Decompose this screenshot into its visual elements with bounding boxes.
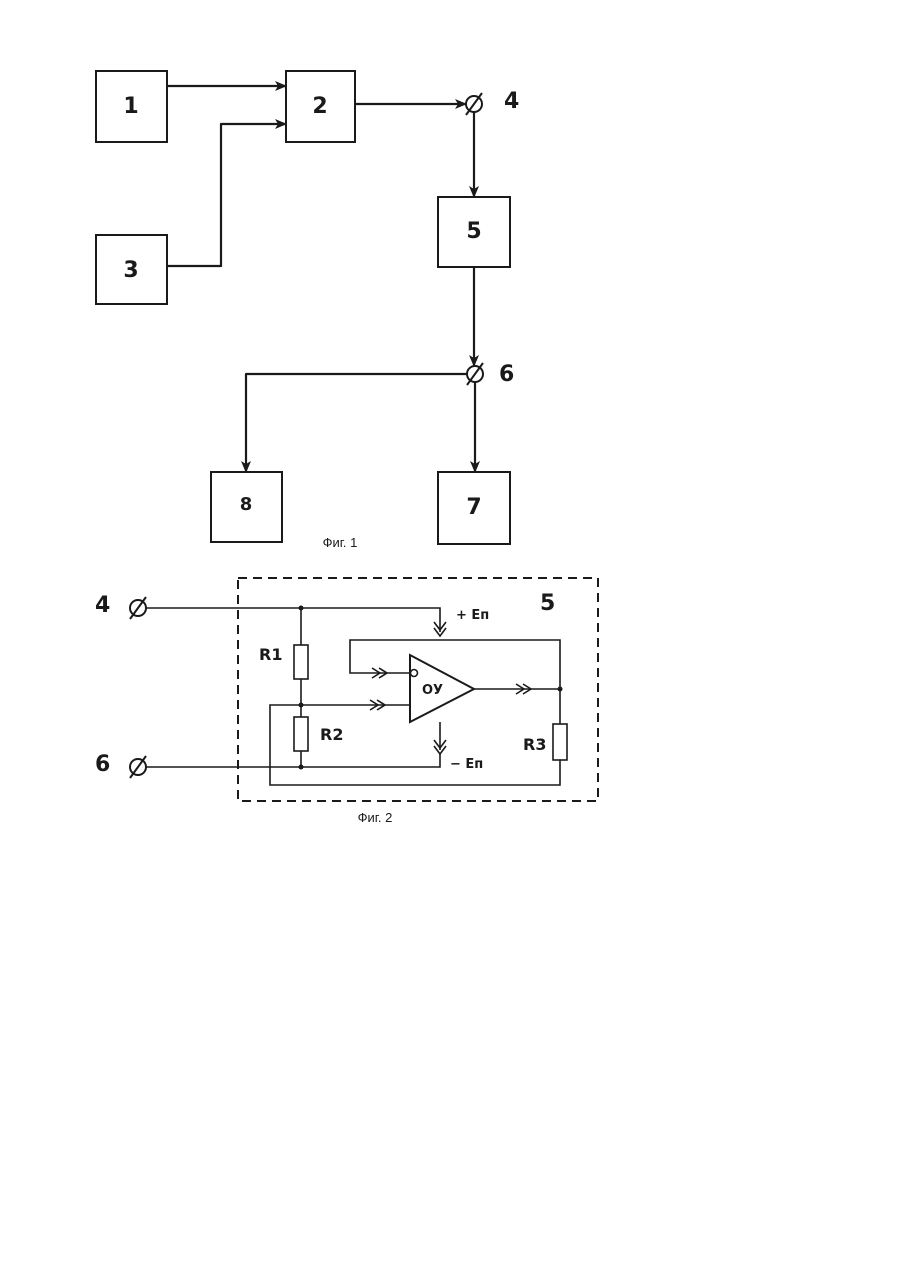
resistor-r1-label: R1 — [259, 645, 282, 664]
terminal-6-icon — [467, 363, 483, 385]
supply-pos-label: + Eп — [456, 608, 489, 623]
wire-terminal-6-to-8 — [246, 374, 467, 472]
block-8: 8 — [211, 472, 282, 542]
terminal-4-icon — [466, 93, 482, 115]
inverting-input-circle — [411, 670, 418, 677]
terminal-4-label: 4 — [504, 89, 519, 114]
block-7: 7 — [438, 472, 510, 544]
terminal-4-label: 4 — [95, 593, 110, 618]
block-2: 2 — [286, 71, 355, 142]
block-5-number: 5 — [540, 591, 555, 616]
junction-dot — [299, 606, 304, 611]
block-7-label: 7 — [466, 495, 481, 520]
wire-terminal-6-to-supply — [146, 754, 440, 767]
resistor-r3 — [553, 724, 567, 760]
figure-2-caption: Фиг. 2 — [358, 810, 393, 825]
block-1: 1 — [96, 71, 167, 142]
terminal-6-label: 6 — [499, 362, 514, 387]
supply-neg-label: − Eп — [450, 757, 483, 772]
figure-2: 5 4 6 + Eп R1 R2 — [95, 578, 598, 825]
block-3: 3 — [96, 235, 167, 304]
terminal-6-icon — [130, 756, 146, 778]
resistor-r2-label: R2 — [320, 725, 343, 744]
resistor-r3-label: R3 — [523, 735, 546, 754]
block-3-label: 3 — [123, 258, 138, 283]
block-5: 5 — [438, 197, 510, 267]
block-2-label: 2 — [312, 94, 327, 119]
figure-1: 1 2 3 5 7 8 — [96, 71, 519, 550]
terminal-4-icon — [130, 597, 146, 619]
wire-3-to-2 — [167, 124, 286, 266]
figure-1-caption: Фиг. 1 — [323, 535, 358, 550]
resistor-r2 — [294, 717, 308, 751]
terminal-6-label: 6 — [95, 752, 110, 777]
block-5-label: 5 — [466, 219, 481, 244]
block-1-label: 1 — [123, 94, 138, 119]
resistor-r1 — [294, 645, 308, 679]
wire-terminal-4-to-supply — [146, 608, 440, 632]
opamp-label: ОУ — [422, 683, 443, 698]
block-8-label: 8 — [240, 494, 253, 515]
